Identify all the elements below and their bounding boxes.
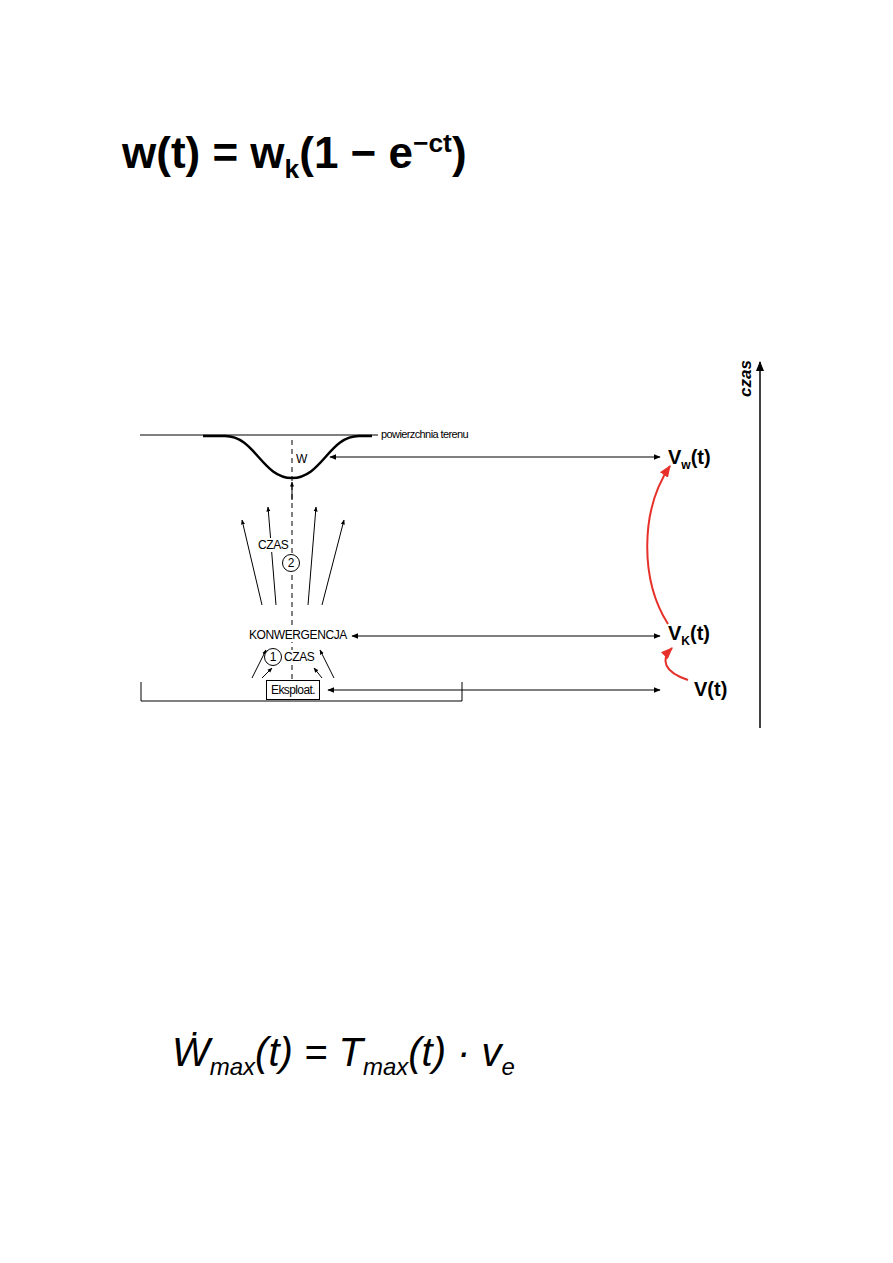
volume-label: VK(t)	[668, 622, 710, 648]
subsidence-label: W	[295, 452, 308, 466]
propagation-arrows	[242, 507, 344, 605]
formula-text: (t)	[690, 622, 710, 644]
ground-line	[140, 435, 378, 436]
convergence-label: KONWERGENCJA	[248, 628, 348, 642]
time-circle: 2	[282, 554, 300, 572]
index-text: k	[285, 154, 300, 184]
formula-text: w(t) = w	[122, 128, 285, 177]
formula: w(t) = wk(1 − e−ct)	[122, 128, 467, 185]
index-text: w	[681, 458, 690, 472]
double-arrow	[352, 636, 660, 637]
formula-text: (1 − e	[299, 128, 413, 177]
time-label: CZAS	[283, 650, 315, 664]
time-axis	[759, 362, 761, 728]
surface-label: powierzchnia terenu	[381, 428, 468, 440]
axis-arrow	[292, 482, 293, 500]
formula-text: (t) · v	[408, 1030, 501, 1074]
red-curved-arrow	[665, 648, 688, 680]
formula-text: V	[668, 622, 681, 644]
time-circle: 1	[264, 648, 282, 666]
index-text: −ct	[413, 128, 452, 158]
index-text: max	[210, 1053, 255, 1080]
volume-label: Vw(t)	[668, 446, 711, 472]
index-text: K	[681, 634, 690, 648]
exploitation-box: Eksploat.	[266, 680, 320, 700]
formula: Ẇmax(t) = Tmax(t) · ve	[172, 1030, 515, 1081]
formula-text: (t)	[691, 446, 711, 468]
double-arrow	[328, 690, 660, 691]
double-arrow	[330, 457, 660, 458]
volume-label: V(t)	[694, 678, 727, 701]
formula-text: V	[668, 446, 681, 468]
time-label: CZAS	[257, 538, 289, 552]
index-text: e	[502, 1053, 515, 1080]
formula-text: )	[452, 128, 467, 177]
node-text: Eksploat.	[271, 684, 315, 696]
axis-label: czas	[736, 360, 756, 397]
index-text: max	[363, 1053, 408, 1080]
node-text: 2	[288, 557, 295, 569]
formula-text: Ẇ	[172, 1030, 210, 1074]
node-text: 1	[270, 651, 277, 663]
formula-text: (t) = T	[255, 1030, 363, 1074]
red-curved-arrow	[647, 466, 670, 624]
